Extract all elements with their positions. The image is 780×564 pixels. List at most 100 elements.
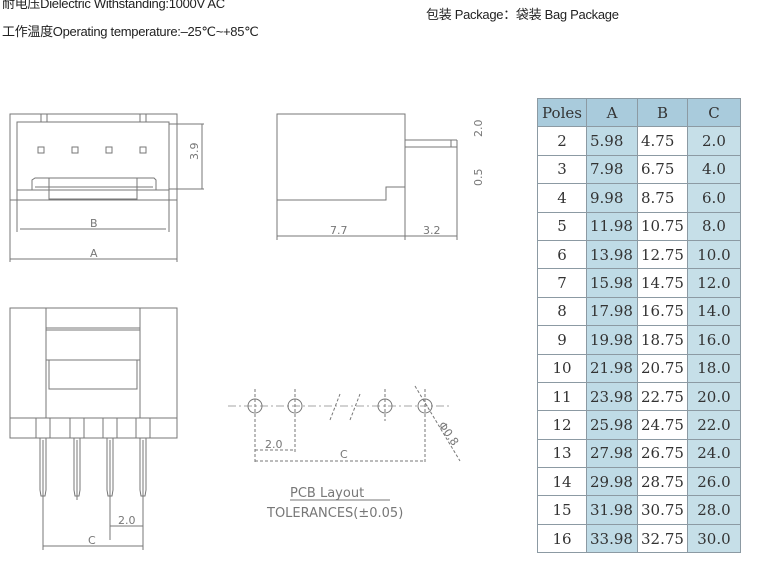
table-cell: 11.98 (586, 211, 638, 241)
table-cell: 12.0 (686, 268, 741, 298)
pcb-pitch-dimension: 2.0 (265, 438, 283, 451)
table-cell: 26.0 (686, 467, 741, 497)
pcb-layout: 2.0 C Φ0.8 PCB Layout TOLERANCES(±0.05) (228, 385, 462, 521)
side-view: 2.0 0.5 7.7 3.2 (276, 113, 485, 240)
table-cell: 10.75 (637, 211, 688, 241)
table-cell: 28.75 (637, 467, 688, 497)
table-cell: 15 (537, 495, 587, 525)
table-cell: 6.0 (686, 183, 741, 213)
table-cell: 26.75 (637, 438, 688, 469)
table-cell: 6 (537, 239, 587, 270)
dimension-a-label: A (90, 247, 98, 260)
table-cell: 9 (537, 325, 587, 355)
table-cell: 14 (537, 467, 587, 497)
table-cell: 15.98 (586, 268, 638, 298)
table-cell: 19.98 (586, 325, 638, 355)
pin (69, 418, 85, 500)
front-view: 3.9 B A (9, 113, 204, 262)
column-header: A (586, 97, 638, 128)
table-cell: 12 (537, 410, 587, 440)
table-cell: 17.98 (586, 296, 638, 327)
table-cell: 25.98 (586, 410, 638, 440)
table-cell: 18.75 (637, 325, 688, 355)
table-cell: 3 (537, 154, 587, 185)
package-spec: 包装 Package：袋装 Bag Package (426, 7, 619, 22)
table-cell: 16 (537, 523, 587, 554)
table-cell: 22.75 (637, 381, 688, 412)
pin (35, 418, 51, 500)
table-cell: 16.0 (686, 325, 741, 355)
top-dimension: 2.0 (472, 120, 485, 138)
table-cell: 20.75 (637, 353, 688, 383)
table-cell: 13.98 (586, 239, 638, 270)
table-cell: 10.0 (686, 239, 741, 270)
table-cell: 8.0 (686, 211, 741, 241)
pin (102, 418, 118, 500)
table-cell: 27.98 (586, 438, 638, 469)
body-length-dimension: 7.7 (330, 224, 348, 237)
table-cell: 21.98 (586, 353, 638, 383)
table-cell: 4.75 (637, 126, 688, 156)
table-cell: 28.0 (686, 495, 741, 525)
table-cell: 8 (537, 296, 587, 327)
temperature-spec: 工作温度Operating temperature:–25℃~+85℃ (2, 24, 259, 39)
bottom-view: 2.0 C (9, 307, 178, 550)
table-cell: 32.75 (637, 523, 688, 554)
table-cell: 18.0 (686, 353, 741, 383)
table-cell: 4.0 (686, 154, 741, 185)
table-cell: 5.98 (586, 126, 638, 156)
technical-drawing: 3.9 B A 2.0 0.5 7.7 3.2 2.0 C 2.0 C Φ0.8… (9, 113, 485, 550)
pin-length-dimension: 3.2 (423, 224, 441, 237)
pin (135, 418, 151, 500)
dimension-b-label: B (90, 217, 98, 230)
hole-diameter: Φ0.8 (436, 419, 462, 448)
table-cell: 11 (537, 381, 587, 412)
table-cell: 33.98 (586, 523, 638, 554)
table-cell: 9.98 (586, 183, 638, 213)
table-cell: 20.0 (686, 381, 741, 412)
pcb-c-label: C (340, 448, 348, 461)
table-cell: 13 (537, 438, 587, 469)
table-cell: 29.98 (586, 467, 638, 497)
pcb-layout-title: PCB Layout (290, 486, 364, 501)
table-cell: 31.98 (586, 495, 638, 525)
table-cell: 10 (537, 353, 587, 383)
table-cell: 4 (537, 183, 587, 213)
table-cell: 6.75 (637, 154, 688, 185)
table-cell: 5 (537, 211, 587, 241)
table-cell: 22.0 (686, 410, 741, 440)
table-cell: 2 (537, 126, 587, 156)
pin-pitch-dimension: 2.0 (118, 514, 136, 527)
column-header: Poles (537, 97, 587, 128)
tolerance-note: TOLERANCES(±0.05) (266, 506, 403, 521)
dimension-c-label: C (88, 534, 96, 547)
table-cell: 8.75 (637, 183, 688, 213)
pin-dimension: 0.5 (472, 169, 485, 187)
height-dimension: 3.9 (188, 143, 201, 161)
table-cell: 2.0 (686, 126, 741, 156)
table-cell: 24.0 (686, 438, 741, 469)
table-cell: 30.0 (686, 523, 741, 554)
column-header: B (637, 97, 688, 128)
table-cell: 12.75 (637, 239, 688, 270)
column-header: C (686, 97, 741, 128)
table-cell: 24.75 (637, 410, 688, 440)
table-cell: 7 (537, 268, 587, 298)
table-cell: 7.98 (586, 154, 638, 185)
table-cell: 14.0 (686, 296, 741, 327)
